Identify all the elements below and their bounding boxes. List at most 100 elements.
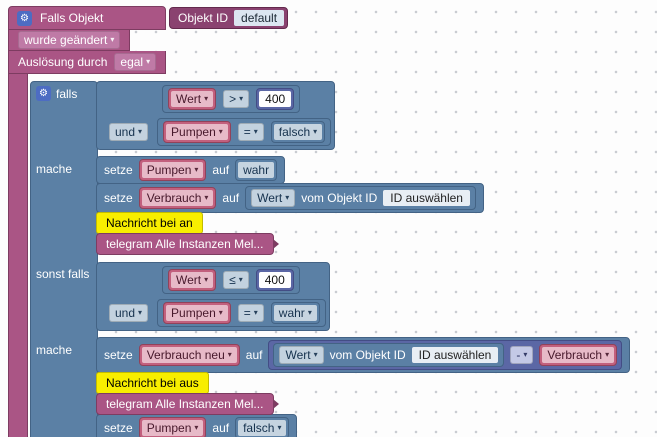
boolean-dropdown[interactable]: falsch ▾ [238,420,287,436]
boolean-dropdown[interactable]: falsch ▾ [273,124,323,140]
boolean-block-wahr[interactable]: wahr [235,159,278,181]
trigger-header[interactable]: ⚙ Falls Objekt [8,6,166,30]
compare-block-wert-le-400[interactable]: Wert ▾ ≤ ▾ 400 [162,266,300,294]
number-field[interactable]: 400 [259,91,292,107]
operator-label: = [243,306,251,320]
note-text: Nachricht bei an [106,216,193,230]
ausloesung-dropdown[interactable]: egal ▾ [114,53,157,71]
attribute-dropdown[interactable]: Wert ▾ [279,346,324,364]
logic-and-block-1[interactable]: Wert ▾ > ▾ 400 [96,81,336,150]
operator-label: ≤ [229,273,236,287]
trigger-block-falls-objekt[interactable]: ⚙ Falls Objekt Objekt ID default wurde g… [8,6,636,437]
trigger-event-row: wurde geändert ▾ [8,30,131,51]
event-dropdown[interactable]: wurde geändert ▾ [18,31,121,49]
setze-label: setze [104,191,133,205]
dropdown-arrow-icon: ▾ [138,127,143,136]
dropdown-arrow-icon: ▾ [313,127,318,136]
minus-operator-dropdown[interactable]: - ▾ [510,346,534,364]
falls-label-cell: ⚙ falls [30,81,96,101]
if-do-row-1: mache setze Pumpen ▾ [30,156,630,255]
if-block[interactable]: ⚙ falls Wert ▾ [30,81,631,437]
if-mutator-gear-icon[interactable]: ⚙ [36,86,51,101]
logic-and-block-2[interactable]: Wert ▾ ≤ ▾ 400 [96,262,330,331]
trigger-title: Falls Objekt [40,11,104,25]
operator-dropdown[interactable]: = ▾ [237,123,264,141]
id-auswaehlen-field[interactable]: ID auswählen [383,190,470,206]
variable-dropdown[interactable]: Verbrauch ▾ [141,190,214,206]
dropdown-arrow-icon: ▾ [238,275,243,284]
attribute-dropdown[interactable]: Wert ▾ [251,189,296,207]
dropdown-arrow-icon: ▾ [227,350,232,359]
und-dropdown[interactable]: und ▾ [109,304,149,322]
operator-dropdown[interactable]: = ▾ [237,304,264,322]
und-label: und [115,125,136,139]
dropdown-arrow-icon: ▾ [138,308,143,317]
falls-label: falls [56,86,78,101]
objekt-id-field[interactable]: default [234,10,285,26]
variable-dropdown[interactable]: Verbrauch neu ▾ [141,347,237,363]
variable-block-pumpen[interactable]: Pumpen ▾ [163,121,231,143]
boolean-dropdown[interactable]: wahr ▾ [273,305,317,321]
dropdown-arrow-icon: ▾ [218,308,223,317]
compare-block-pumpen-eq-wahr[interactable]: Pumpen ▾ = ▾ [157,299,326,327]
mache-label: mache [36,162,73,176]
mache-label-cell: mache [30,157,96,176]
variable-block-pumpen[interactable]: Pumpen ▾ [138,159,207,181]
variable-block-verbrauch[interactable]: Verbrauch ▾ [138,187,217,209]
boolean-dropdown[interactable]: wahr [238,162,275,178]
boolean-block-wahr[interactable]: wahr ▾ [270,302,320,324]
boolean-block-falsch[interactable]: falsch ▾ [235,417,290,437]
variable-dropdown[interactable]: Pumpen ▾ [166,124,228,140]
telegram-block-2[interactable]: telegram Alle Instanzen Mel... [96,393,280,415]
variable-dropdown[interactable]: Pumpen ▾ [166,305,228,321]
set-variable-block-pumpen-falsch[interactable]: setze Pumpen ▾ auf [96,414,298,437]
variable-name: Verbrauch [547,348,603,362]
dropdown-arrow-icon: ▾ [204,94,209,103]
set-variable-block-pumpen-wahr[interactable]: setze Pumpen ▾ auf [96,156,286,184]
dropdown-arrow-icon: ▾ [277,423,282,432]
arithmetic-block[interactable]: Wert ▾ vom Objekt ID ID auswählen - ▾ [268,340,623,370]
auf-label: auf [222,191,240,205]
variable-block-wert[interactable]: Wert ▾ [168,269,217,291]
dropdown-arrow-icon: ▾ [523,350,528,359]
get-state-block[interactable]: Wert ▾ vom Objekt ID ID auswählen [245,186,476,210]
variable-dropdown[interactable]: Pumpen ▾ [141,162,204,178]
get-state-block[interactable]: Wert ▾ vom Objekt ID ID auswählen [273,343,505,367]
set-variable-block-verbrauch[interactable]: setze Verbrauch ▾ auf [96,183,484,213]
variable-dropdown[interactable]: Wert ▾ [171,272,214,288]
operator-dropdown[interactable]: > ▾ [223,90,250,108]
number-block-400[interactable]: 400 [255,269,294,291]
variable-block-wert[interactable]: Wert ▾ [168,88,217,110]
setze-label: setze [104,348,133,362]
variable-dropdown[interactable]: Wert ▾ [171,91,214,107]
note-block-an[interactable]: Nachricht bei an [96,212,203,234]
auf-label: auf [212,421,230,435]
compare-block-wert-gt-400[interactable]: Wert ▾ > ▾ 400 [162,85,301,113]
and-input-a: Wert ▾ ≤ ▾ 400 [162,266,326,294]
variable-block-pumpen[interactable]: Pumpen ▾ [138,417,207,437]
compare-block-pumpen-eq-falsch[interactable]: Pumpen ▾ = ▾ [157,118,332,146]
variable-block-pumpen[interactable]: Pumpen ▾ [163,302,231,324]
attribute-label: Wert [257,191,283,205]
variable-block-verbrauch-neu[interactable]: Verbrauch neu ▾ [138,344,240,366]
number-field[interactable]: 400 [258,272,291,288]
objekt-id-label: Objekt ID [178,11,229,25]
if-condition-row-1: ⚙ falls Wert ▾ [30,81,630,150]
vom-objekt-id-label: vom Objekt ID [329,348,406,362]
attribute-label: Wert [285,348,311,362]
number-block-400[interactable]: 400 [256,88,295,110]
set-variable-block-verbrauch-neu[interactable]: setze Verbrauch neu ▾ auf [96,337,631,373]
variable-dropdown[interactable]: Pumpen ▾ [141,420,204,436]
id-auswaehlen-field[interactable]: ID auswählen [411,347,499,363]
variable-block-verbrauch[interactable]: Verbrauch ▾ [539,344,618,366]
telegram-block-1[interactable]: telegram Alle Instanzen Mel... [96,233,280,255]
mutator-gear-icon[interactable]: ⚙ [17,10,32,26]
boolean-block-falsch[interactable]: falsch ▾ [270,121,326,143]
und-dropdown[interactable]: und ▾ [109,123,149,141]
and-input-b: und ▾ Pumpen ▾ [100,118,332,146]
note-block-aus[interactable]: Nachricht bei aus [96,372,209,394]
objekt-id-shadow-block[interactable]: Objekt ID default [169,7,289,29]
variable-dropdown[interactable]: Verbrauch ▾ [542,347,615,363]
operator-dropdown[interactable]: ≤ ▾ [223,271,249,289]
